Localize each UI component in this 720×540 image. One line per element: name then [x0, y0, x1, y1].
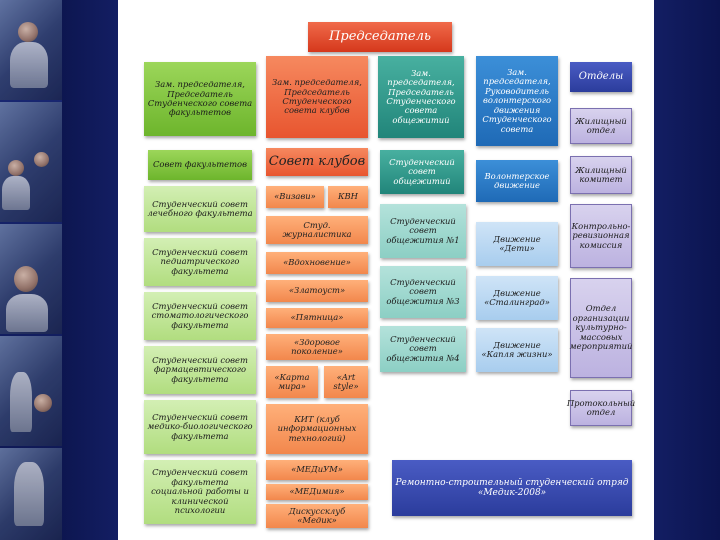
decor-stripe-right	[654, 0, 720, 540]
club-kvn: КВН	[328, 186, 368, 208]
volunteer-item: Движение «Сталинград»	[476, 276, 558, 320]
deputy-dorms-box: Зам. председателя, Председатель Студенче…	[378, 56, 464, 138]
dorm-item: Студенческий совет общежития №1	[380, 204, 466, 258]
org-chart: Председатель Зам. председателя, Председа…	[118, 0, 654, 540]
club-kit: КИТ (клуб информационных технологий)	[266, 404, 368, 454]
faculty-item: Студенческий совет фармацевтического фак…	[144, 346, 256, 394]
photo-strip	[0, 0, 62, 540]
dorm-item: Студенческий совет общежития №3	[380, 266, 466, 318]
volunteer-header: Волонтерское движение	[476, 160, 558, 202]
photo-students-3	[0, 224, 62, 334]
repair-brigade-box: Ремонтно-строительный студенческий отряд…	[392, 460, 632, 516]
department-item: Отдел организации культурно-массовых мер…	[570, 278, 632, 378]
faculty-item: Студенческий совет лечебного факультета	[144, 186, 256, 232]
dorms-header: Студенческий совет общежитий	[380, 150, 464, 194]
club-item: Студ. журналистика	[266, 216, 368, 244]
club-item: «Златоуст»	[266, 280, 368, 302]
dorm-item: Студенческий совет общежития №4	[380, 326, 466, 372]
decor-stripe-left	[62, 0, 118, 540]
faculty-item: Студенческий совет медико-биологического…	[144, 400, 256, 454]
faculties-header: Совет факультетов	[148, 150, 252, 180]
club-medik: Дискуссклуб «Медик»	[266, 504, 368, 528]
club-art: «Art style»	[324, 366, 368, 398]
club-item: «Здоровое поколение»	[266, 334, 368, 360]
club-vizavi: «Визави»	[266, 186, 324, 208]
departments-header: Отделы	[570, 62, 632, 92]
deputy-volunteer-box: Зам. председателя, Руководитель волонтер…	[476, 56, 558, 146]
deputy-clubs-box: Зам. председателя, Председатель Студенче…	[266, 56, 368, 138]
faculty-item: Студенческий совет факультета социальной…	[144, 460, 256, 524]
club-item: «Вдохновение»	[266, 252, 368, 274]
department-item: Жилищный комитет	[570, 156, 632, 194]
club-medimia: «МЕДимия»	[266, 484, 368, 500]
volunteer-item: Движение «Капля жизни»	[476, 328, 558, 372]
department-item: Протокольный отдел	[567, 390, 635, 426]
photo-students-1	[0, 0, 62, 100]
photo-equipment	[0, 448, 62, 540]
photo-students-2	[0, 102, 62, 222]
club-item: «Пятница»	[266, 308, 368, 328]
department-item: Контрольно-ревизионная комиссия	[570, 204, 632, 268]
department-item: Жилищный отдел	[570, 108, 632, 144]
club-karta: «Карта мира»	[266, 366, 318, 398]
photo-lab	[0, 336, 62, 446]
deputy-faculties-box: Зам. председателя, Председатель Студенче…	[144, 62, 256, 136]
faculty-item: Студенческий совет стоматологического фа…	[144, 292, 256, 340]
clubs-header: Совет клубов	[266, 148, 368, 176]
club-meduum: «МЕДиУМ»	[266, 460, 368, 480]
faculty-item: Студенческий совет педиатрического факул…	[144, 238, 256, 286]
volunteer-item: Движение «Дети»	[476, 222, 558, 266]
chairman-box: Председатель	[308, 22, 452, 52]
